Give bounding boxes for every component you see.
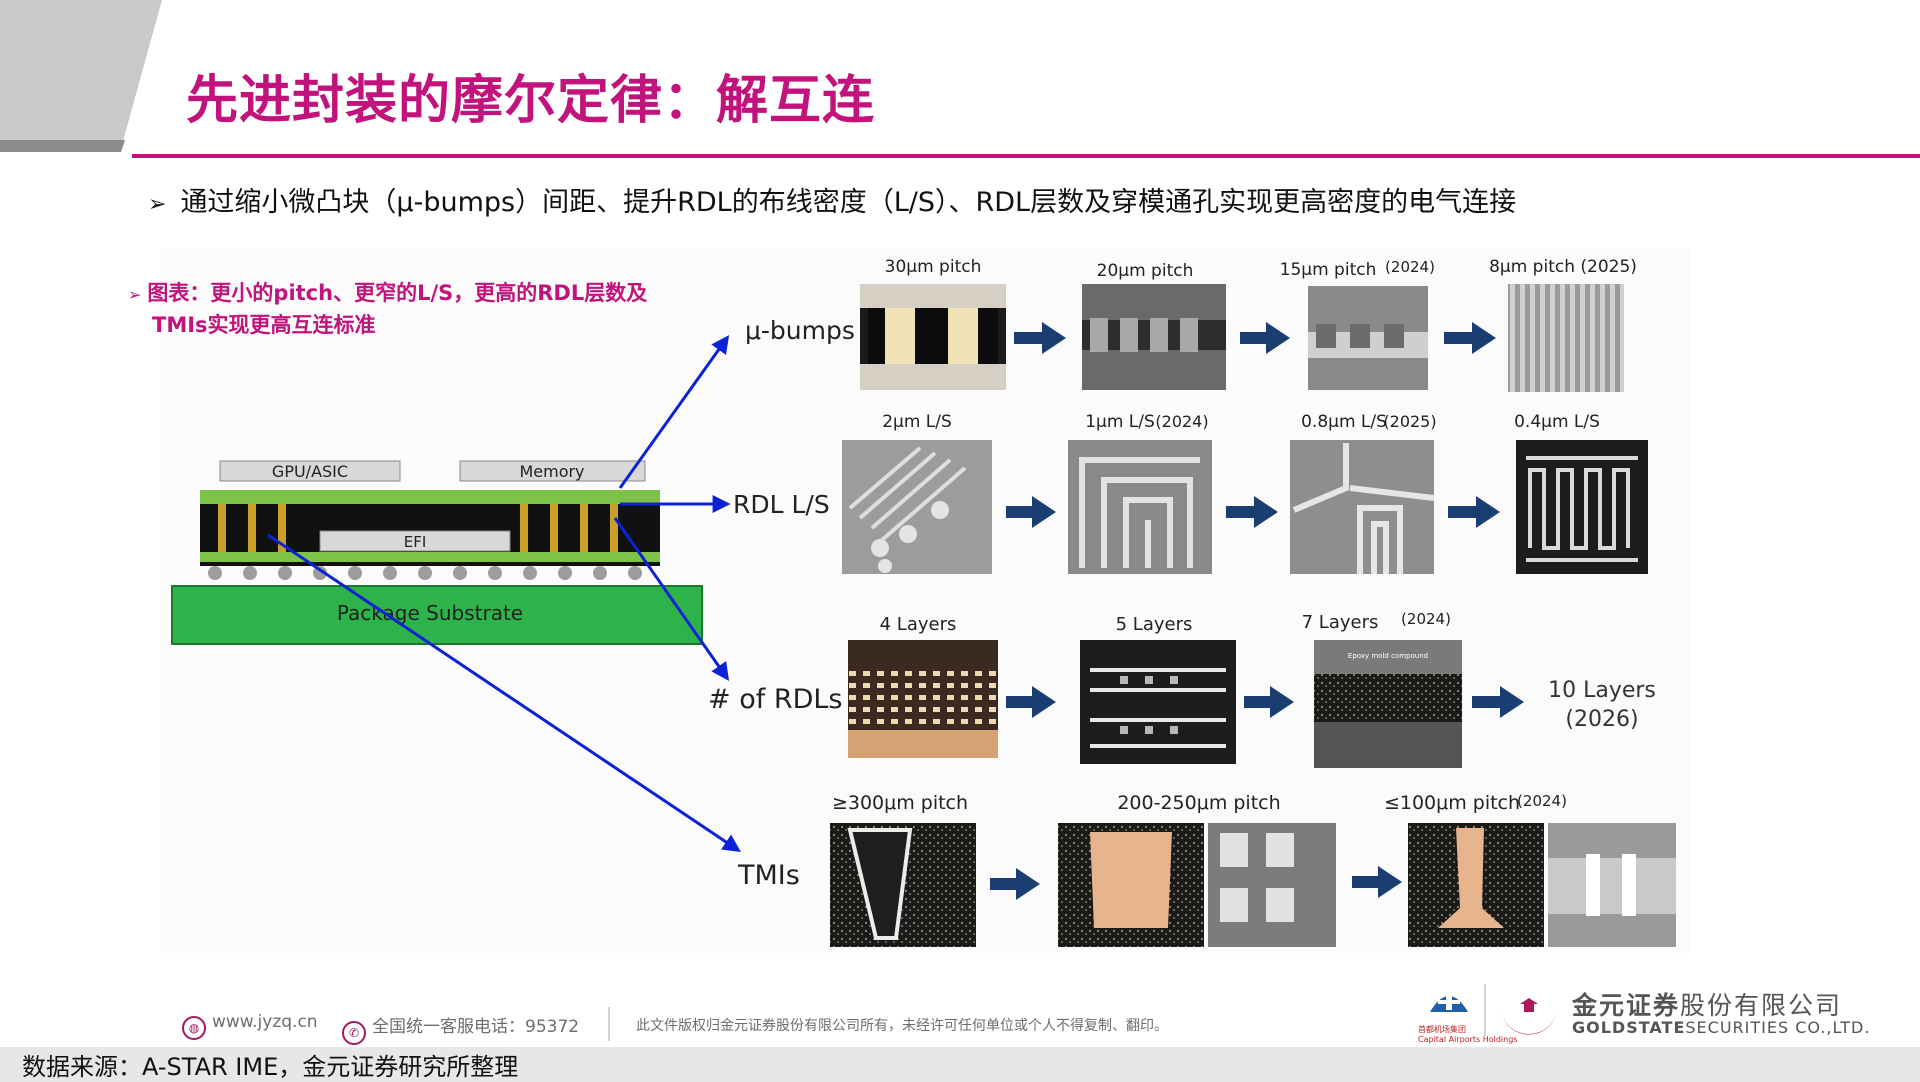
- progression-arrows: [990, 322, 1524, 900]
- data-source: 数据来源：A-STAR IME，金元证券研究所整理: [22, 1053, 519, 1081]
- caption-marker: ➢: [128, 285, 142, 304]
- brand-name-cn: 金元证券股份有限公司: [1572, 986, 1842, 1022]
- epoxy-label: Epoxy mold compound: [1348, 652, 1428, 660]
- main-bullet: ➢ 通过缩小微凸块（μ-bumps）间距、提升RDL的布线密度（L/S）、RDL层…: [148, 180, 1516, 219]
- bumps-stage4-label: 8μm pitch (2025): [1489, 257, 1637, 277]
- interconnect-diagram: GPU/ASIC Memory EFI Package Substrate μ-…: [171, 257, 1676, 947]
- rdl-ls-stage2-year: (2024): [1155, 412, 1208, 431]
- caption-line-1: 图表：更小的pitch、更窄的L/S，更高的RDL层数及: [147, 281, 648, 305]
- rdl-count-stage2-label: 5 Layers: [1116, 614, 1193, 635]
- row-name-rdl-count: # of RDLs: [708, 684, 842, 715]
- hotline-text: 全国统一客服电话：95372: [372, 1017, 580, 1037]
- pkg-memory-label: Memory: [519, 462, 584, 481]
- rdl-count-image-2: [1080, 640, 1236, 764]
- header-corner-decoration: [0, 0, 162, 152]
- brand-en-bold: GOLDSTATE: [1572, 1018, 1686, 1037]
- copyright-notice: 此文件版权归金元证券股份有限公司所有，未经许可任何单位或个人不得复制、翻印。: [636, 1018, 1168, 1034]
- brand-cn-bold: 金元证券: [1572, 991, 1681, 1020]
- rdl-ls-stage3-label: 0.8μm L/S: [1301, 412, 1387, 432]
- rdl-ls-stage2-label: 1μm L/S: [1085, 412, 1155, 432]
- rdl-count-stage3-year: (2024): [1401, 610, 1451, 628]
- bumps-stage1-label: 30μm pitch: [885, 257, 982, 277]
- row-name-tmis: TMIs: [737, 860, 800, 891]
- pkg-efi-label: EFI: [404, 533, 427, 551]
- brand-en-rest: SECURITIES CO.,LTD.: [1685, 1018, 1871, 1037]
- capital-airports-en: Capital Airports Holdings: [1418, 1035, 1518, 1044]
- bumps-stage3-year: (2024): [1385, 258, 1435, 276]
- bullet-marker: ➢: [148, 192, 167, 217]
- rdl-count-stage1-label: 4 Layers: [880, 614, 957, 635]
- capital-airports-cn: 首都机场集团: [1418, 1025, 1466, 1034]
- rdl-count-stage3-label: 7 Layers: [1302, 612, 1379, 633]
- pointer-arrows: [267, 335, 741, 853]
- figure-panel: GPU/ASIC Memory EFI Package Substrate μ-…: [160, 248, 1690, 953]
- logo-divider: [1484, 984, 1486, 1036]
- rdl-count-stage4-label: 10 Layers: [1548, 678, 1656, 703]
- package-cross-section: [171, 460, 703, 645]
- rdl-count-stage4-year: (2026): [1565, 707, 1638, 732]
- row-name-bumps: μ-bumps: [745, 316, 855, 345]
- tmi-stage3-year: (2024): [1517, 792, 1567, 810]
- pkg-gpu-label: GPU/ASIC: [272, 462, 348, 481]
- bumps-stage2-label: 20μm pitch: [1097, 261, 1194, 281]
- caption-line-2: TMIs实现更高互连标准: [152, 313, 376, 337]
- goldstate-logo: [1502, 998, 1556, 1035]
- footer-website[interactable]: ◍ www.jyzq.cn: [182, 1012, 318, 1040]
- row-name-rdl-ls: RDL L/S: [733, 490, 830, 519]
- tmi-stage1-label: ≥300μm pitch: [832, 792, 968, 814]
- pkg-substrate-label: Package Substrate: [337, 601, 523, 625]
- brand-cn-rest: 股份有限公司: [1680, 991, 1843, 1020]
- capital-airports-text: 首都机场集团 Capital Airports Holdings: [1418, 1024, 1517, 1044]
- title-divider: [132, 154, 1920, 158]
- rdl-ls-stage3-year: (2025): [1383, 412, 1436, 431]
- phone-icon: ✆: [342, 1021, 366, 1045]
- bumps-stage3-label: 15μm pitch: [1280, 260, 1377, 280]
- tmi-stage2-label: 200-250μm pitch: [1117, 792, 1280, 814]
- page-title: 先进封装的摩尔定律：解互连: [186, 71, 876, 131]
- footer-separator: [608, 1007, 610, 1041]
- slide: 先进封装的摩尔定律：解互连 ➢ 通过缩小微凸块（μ-bumps）间距、提升RDL的…: [0, 0, 1920, 1047]
- rdl-ls-stage4-label: 0.4μm L/S: [1514, 412, 1600, 432]
- footer-hotline: ✆ 全国统一客服电话：95372: [342, 1012, 579, 1045]
- website-text: www.jyzq.cn: [212, 1012, 318, 1032]
- rdl-ls-stage1-label: 2μm L/S: [882, 412, 952, 432]
- bullet-text: 通过缩小微凸块（μ-bumps）间距、提升RDL的布线密度（L/S）、RDL层数…: [180, 187, 1517, 218]
- capital-airports-logo: [1430, 992, 1468, 1012]
- globe-icon: ◍: [182, 1016, 206, 1040]
- brand-name-en: GOLDSTATESECURITIES CO.,LTD.: [1572, 1018, 1870, 1037]
- bumps-image-4: [1508, 284, 1624, 392]
- figure-caption: ➢ 图表：更小的pitch、更窄的L/S，更高的RDL层数及 TMIs实现更高互连…: [128, 278, 748, 340]
- tmi-stage3-label: ≤100μm pitch: [1384, 792, 1520, 814]
